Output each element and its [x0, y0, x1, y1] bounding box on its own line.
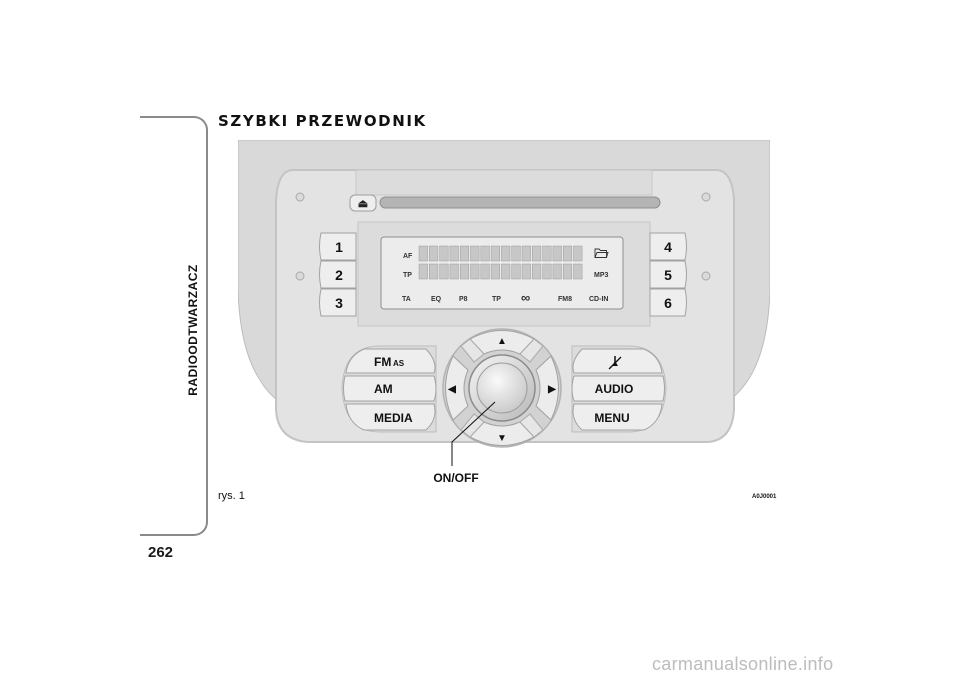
lcd-character-cell: [449, 263, 459, 280]
lcd-character-cell: [470, 263, 480, 280]
section-label: RADIOODTWARZACZ: [186, 264, 200, 396]
eject-icon: ⏏: [358, 198, 369, 210]
preset-button-4[interactable]: 4: [649, 232, 687, 261]
svg-text:MEDIA: MEDIA: [374, 411, 413, 425]
indicator-fm8: FM8: [558, 296, 572, 303]
lcd-character-cell: [501, 245, 511, 262]
lcd-character-cell: [542, 245, 552, 262]
lcd-character-cell: [480, 263, 490, 280]
figure-caption: rys. 1: [218, 490, 245, 502]
screw-top-right: [701, 192, 711, 202]
nav-right-button[interactable]: ▶: [535, 355, 559, 421]
lcd-character-cell: [470, 245, 480, 262]
svg-text:AS: AS: [393, 359, 405, 368]
svg-text:AM: AM: [374, 382, 393, 396]
indicator-eq: EQ: [431, 296, 442, 303]
arrow-right-icon: ▶: [547, 384, 557, 395]
preset-button-2[interactable]: 2: [319, 260, 357, 289]
am-button[interactable]: AM: [343, 375, 437, 402]
svg-text:AUDIO: AUDIO: [595, 382, 634, 396]
page-number: 262: [148, 544, 174, 561]
lcd-character-cell: [521, 263, 531, 280]
svg-text:FM: FM: [374, 355, 391, 369]
preset-button-5[interactable]: 5: [649, 260, 687, 289]
lcd-character-cell: [429, 245, 439, 262]
mute-button[interactable]: [572, 348, 663, 374]
preset-button-3[interactable]: 3: [319, 288, 357, 317]
indicator-mp3: MP3: [594, 272, 609, 279]
arrow-up-icon: ▲: [497, 336, 507, 347]
screw-mid-left: [295, 271, 305, 281]
folder-icon: [594, 248, 609, 258]
lcd-character-cell: [521, 245, 531, 262]
figure-code: A0J0001: [752, 494, 777, 500]
lcd-character-cell: [418, 263, 428, 280]
lcd-character-cell: [562, 245, 573, 262]
svg-text:1: 1: [335, 239, 343, 255]
loop-icon: ∞: [521, 290, 530, 305]
lcd-character-cell: [573, 245, 583, 262]
lcd-character-cell: [532, 263, 542, 280]
indicator-p8: P8: [459, 296, 468, 303]
indicator-tp-bottom: TP: [492, 296, 501, 303]
lcd-character-cell: [511, 245, 521, 262]
lcd-character-cell: [490, 263, 500, 280]
lcd-character-cell: [480, 245, 490, 262]
preset-button-6[interactable]: 6: [649, 288, 687, 317]
svg-text:MENU: MENU: [594, 411, 629, 425]
watermark: carmanualsonline.info: [652, 654, 834, 674]
lcd-character-cell: [439, 245, 449, 262]
nav-left-button[interactable]: ◀: [445, 355, 469, 421]
fm-as-button[interactable]: FM AS: [345, 348, 436, 374]
callout-line: [451, 401, 496, 466]
on-off-label: ON/OFF: [433, 471, 478, 485]
radio-figure: ⏏ 1 2 3 4 5 6 AF TP MP3 TA E: [237, 139, 771, 490]
svg-text:2: 2: [335, 267, 343, 283]
lcd-character-cell: [439, 263, 449, 280]
indicator-tp-left: TP: [403, 272, 412, 279]
cd-slot-bar: [355, 169, 653, 196]
preset-button-1[interactable]: 1: [319, 232, 357, 261]
lcd-character-cell: [429, 263, 439, 280]
screw-mid-right: [701, 271, 711, 281]
svg-text:5: 5: [664, 267, 672, 283]
lcd-character-cell: [573, 263, 583, 280]
page-side-rule: [140, 116, 208, 536]
lcd-character-cell: [532, 245, 542, 262]
screw-top-left: [295, 192, 305, 202]
indicator-ta: TA: [402, 296, 411, 303]
cd-slot[interactable]: [379, 196, 661, 209]
lcd-character-cell: [542, 263, 552, 280]
indicator-af: AF: [403, 253, 413, 260]
arrow-down-icon: ▼: [497, 433, 507, 444]
arrow-left-icon: ◀: [447, 384, 456, 395]
lcd-display: AF TP MP3 TA EQ P8 TP ∞ FM8 CD-IN: [380, 236, 624, 310]
lcd-character-cell: [459, 263, 470, 280]
page-heading: SZYBKI PRZEWODNIK: [218, 112, 427, 130]
lcd-character-cell: [511, 263, 521, 280]
lcd-character-cell: [552, 263, 562, 280]
indicator-cd-in: CD-IN: [589, 296, 608, 303]
dot-matrix-area: [418, 245, 583, 280]
mute-icon: [608, 356, 622, 370]
lcd-character-cell: [562, 263, 573, 280]
lcd-character-cell: [459, 245, 470, 262]
lcd-character-cell: [490, 245, 500, 262]
audio-button[interactable]: AUDIO: [571, 375, 665, 402]
svg-text:4: 4: [664, 239, 672, 255]
media-button[interactable]: MEDIA: [345, 403, 436, 431]
lcd-character-cell: [552, 245, 562, 262]
svg-text:3: 3: [335, 295, 343, 311]
on-off-volume-knob[interactable]: [468, 354, 536, 422]
lcd-character-cell: [418, 245, 428, 262]
menu-button[interactable]: MENU: [572, 403, 663, 431]
eject-button[interactable]: ⏏: [349, 194, 377, 212]
svg-text:6: 6: [664, 295, 672, 311]
lcd-character-cell: [449, 245, 459, 262]
radio-illustration: ⏏ 1 2 3 4 5 6 AF TP MP3 TA E: [237, 139, 771, 485]
lcd-character-cell: [501, 263, 511, 280]
